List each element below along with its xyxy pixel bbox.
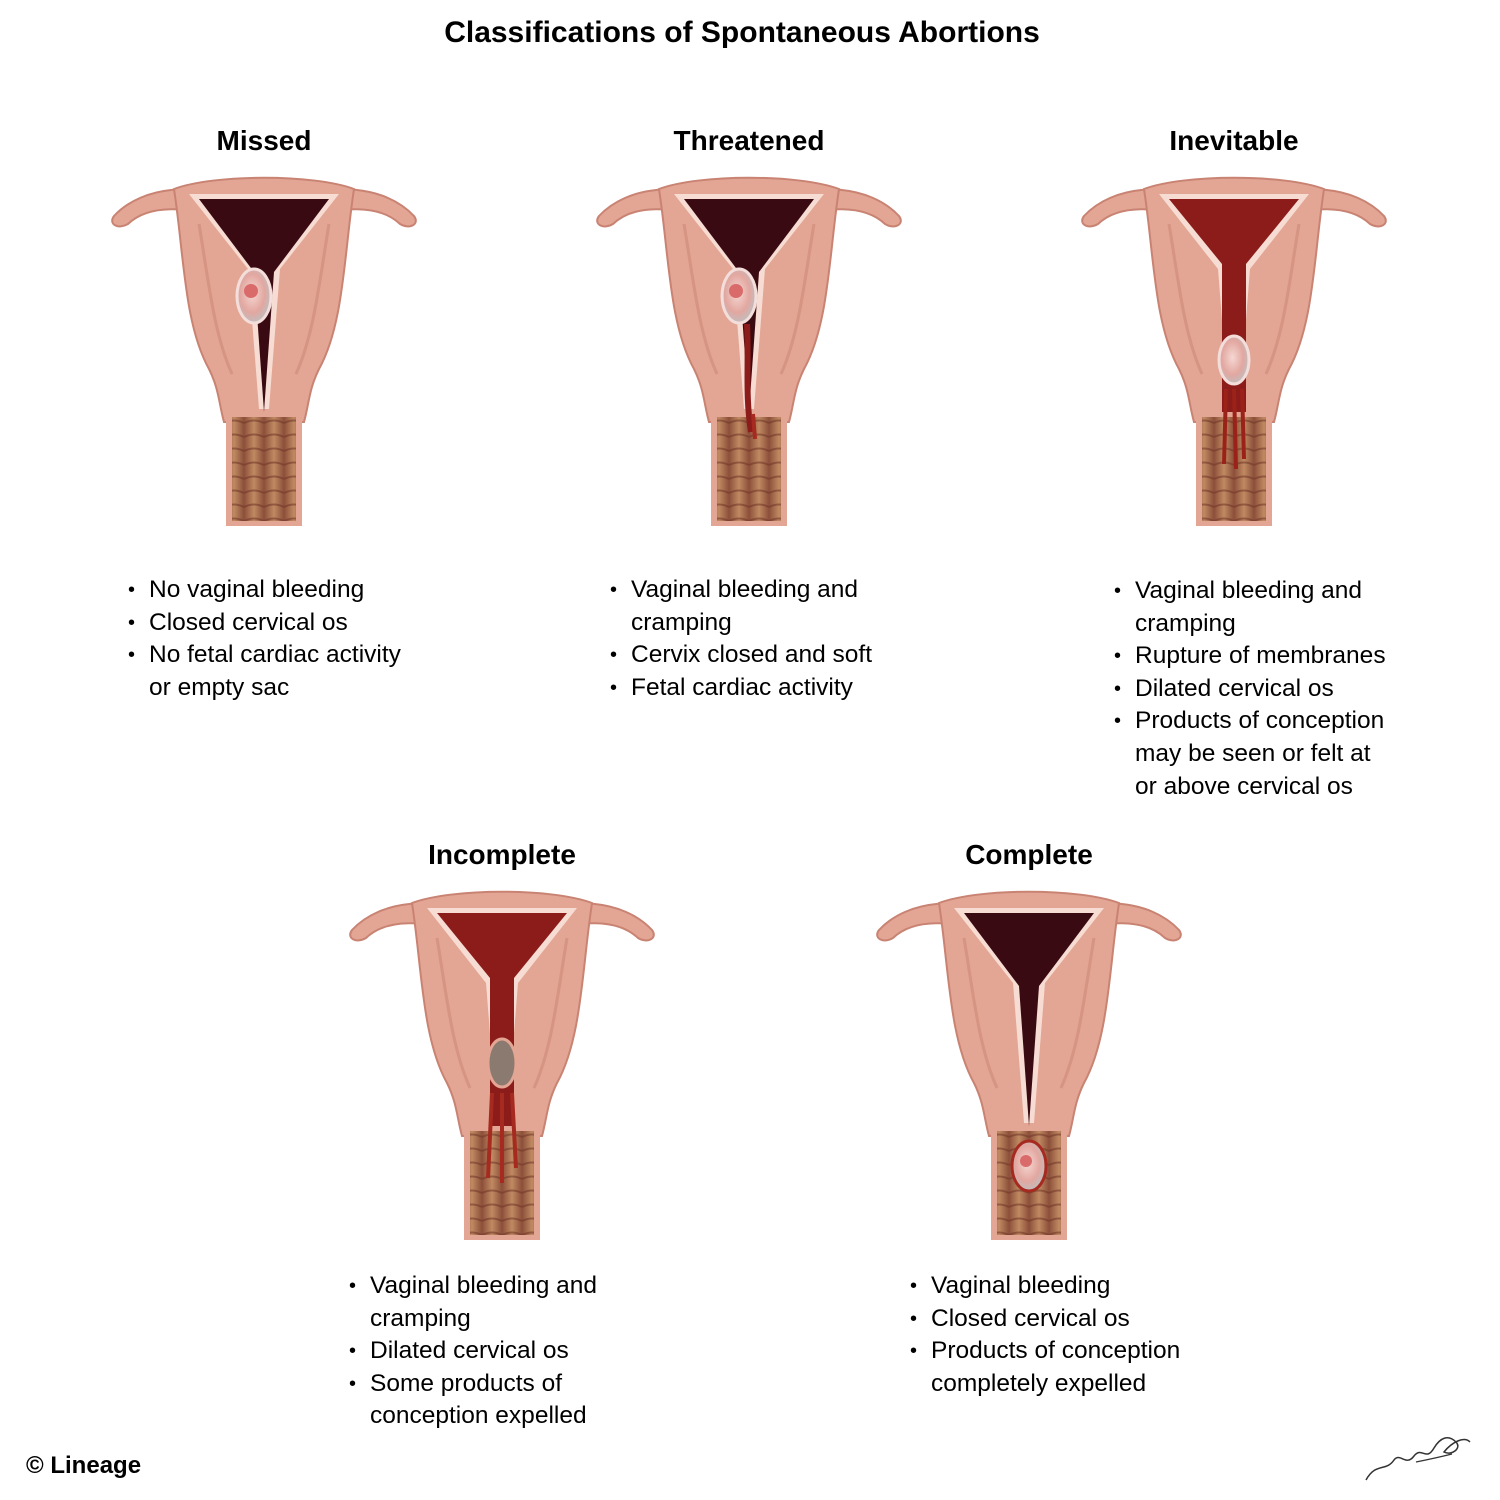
list-item-continuation: cramping	[631, 608, 732, 636]
inevitable-uterus-illustration	[1074, 164, 1394, 526]
panel-threatened: Threatened Vaginal bleeding and cramping…	[509, 124, 989, 704]
list-item: Closed cervical os	[910, 1303, 1180, 1336]
list-item-continuation: may be seen or felt at	[1135, 739, 1371, 767]
list-item: Vaginal bleeding and	[610, 574, 872, 607]
incomplete-uterus-illustration	[342, 878, 662, 1240]
artist-signature-icon	[1365, 1437, 1471, 1481]
panel-heading: Complete	[965, 839, 1093, 870]
list-item: Some products of	[349, 1368, 597, 1401]
list-item: Dilated cervical os	[1114, 673, 1386, 706]
list-item: Rupture of membranes	[1114, 640, 1386, 673]
list-item: No fetal cardiac activity	[128, 639, 401, 672]
list-item: Vaginal bleeding	[910, 1270, 1180, 1303]
list-item-continuation: or empty sac	[149, 673, 290, 701]
list-item: Fetal cardiac activity	[610, 672, 872, 705]
list-item: Vaginal bleeding and	[349, 1270, 597, 1303]
copyright-notice: © Lineage	[26, 1452, 142, 1479]
panel-heading: Threatened	[673, 125, 825, 156]
list-item: Closed cervical os	[128, 607, 401, 640]
panel-incomplete: Incomplete Vaginal bleeding and cramping…	[262, 838, 742, 1429]
list-item: No vaginal bleeding	[128, 574, 401, 607]
list-item: Products of conception	[1114, 705, 1386, 738]
panel-heading: Missed	[216, 125, 312, 156]
complete-uterus-illustration	[869, 878, 1189, 1240]
threatened-findings-list: Vaginal bleeding and cramping Cervix clo…	[610, 574, 872, 704]
figure-title: Classifications of Spontaneous Abortions	[444, 16, 1040, 49]
list-item-continuation: cramping	[370, 1304, 471, 1332]
list-item: Cervix closed and soft	[610, 639, 872, 672]
list-item: Dilated cervical os	[349, 1335, 597, 1368]
missed-findings-list: No vaginal bleeding Closed cervical os N…	[128, 574, 401, 704]
threatened-uterus-illustration	[589, 164, 909, 526]
list-item-continuation: or above cervical os	[1135, 772, 1353, 800]
list-item-continuation: completely expelled	[931, 1369, 1147, 1397]
panel-heading: Incomplete	[428, 839, 576, 870]
list-item-continuation: cramping	[1135, 609, 1236, 637]
list-item: Vaginal bleeding and	[1114, 575, 1386, 608]
complete-findings-list: Vaginal bleeding Closed cervical os Prod…	[910, 1270, 1180, 1400]
missed-uterus-illustration	[104, 164, 424, 526]
incomplete-findings-list: Vaginal bleeding and cramping Dilated ce…	[349, 1270, 597, 1433]
panel-heading: Inevitable	[1169, 125, 1299, 156]
panel-inevitable: Inevitable Vaginal bleeding and cramping…	[994, 124, 1474, 800]
list-item-continuation: conception expelled	[370, 1402, 587, 1430]
panel-missed: Missed No vaginal bleeding Closed cervic…	[24, 124, 504, 701]
panel-complete: Complete Vaginal bleeding Closed cervica…	[789, 838, 1269, 1397]
list-item: Products of conception	[910, 1335, 1180, 1368]
inevitable-findings-list: Vaginal bleeding and cramping Rupture of…	[1114, 575, 1386, 803]
